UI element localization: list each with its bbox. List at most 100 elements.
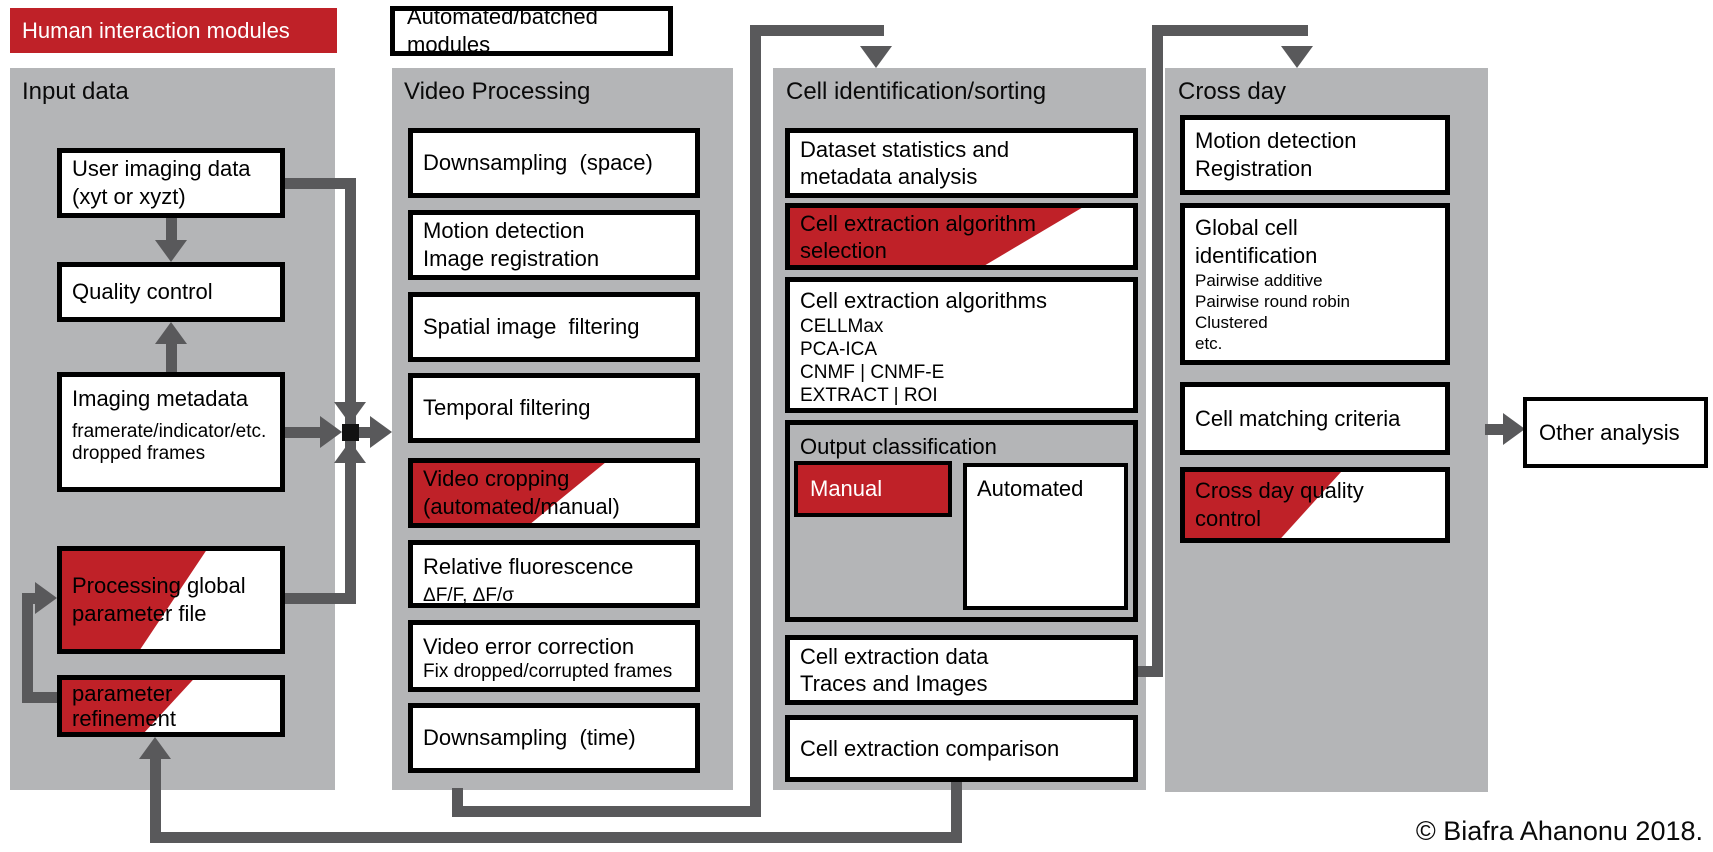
node-subline: Clustered	[1195, 313, 1268, 332]
node-imaging-metadata: Imaging metadata framerate/indicator/etc…	[57, 372, 285, 492]
node-line: Cell extraction data	[800, 644, 989, 669]
connector-metadata-right	[285, 427, 320, 438]
node-subline: PCA-ICA	[800, 339, 878, 360]
node-line: Temporal filtering	[423, 395, 591, 420]
legend-human-interaction: Human interaction modules	[10, 8, 337, 53]
copyright-text: © Biafra Ahanonu 2018.	[1415, 816, 1703, 846]
node-line: refinement	[72, 706, 176, 731]
node-cell-extraction-comparison: Cell extraction comparison	[785, 715, 1138, 782]
node-line: Downsampling (time)	[423, 725, 636, 750]
node-cell-extraction-data: Cell extraction data Traces and Images	[785, 635, 1138, 705]
connector-parameterfile-right	[285, 593, 356, 604]
node-line: Motion detection	[423, 218, 585, 243]
node-subline: Fix dropped/corrupted frames	[423, 661, 673, 682]
node-title: Relative fluorescence	[423, 554, 634, 579]
column-title-cells: Cell identification/sorting	[786, 78, 1047, 105]
node-output-automated: Automated	[963, 463, 1128, 610]
column-title-crossday: Cross day	[1178, 78, 1287, 105]
arrow-up-quality-icon	[155, 322, 187, 344]
connector-user-right	[285, 178, 356, 189]
node-line: parameter	[72, 681, 173, 706]
node-subline: etc.	[1195, 334, 1223, 353]
node-subline: Pairwise additive	[1195, 271, 1323, 290]
connector-other-analysis	[1485, 424, 1503, 435]
legend-automated-label: Automated/batched modules	[407, 6, 604, 56]
node-line: Cell extraction comparison	[800, 735, 1060, 761]
arrow-right-to-video-icon	[370, 416, 392, 448]
node-crossday-quality-control: Cross day quality control	[1180, 467, 1450, 543]
node-line: selection	[800, 237, 887, 263]
connector-refine-left	[22, 692, 58, 703]
node-user-imaging-data: User imaging data (xyt or xyzt)	[57, 148, 285, 218]
node-line: Manual	[810, 476, 883, 501]
node-subline: CELLMax	[800, 316, 884, 337]
node-line: control	[1195, 506, 1262, 531]
connector-vertical-junction	[345, 178, 356, 604]
connector-video-exit-horizontal	[452, 806, 761, 817]
node-line: Downsampling (space)	[423, 150, 653, 175]
node-line: Video cropping	[423, 466, 570, 491]
arrow-up-into-refinement-icon	[139, 737, 171, 759]
connector-bracket1-top	[750, 25, 884, 36]
node-cell-matching-criteria: Cell matching criteria	[1180, 382, 1450, 455]
arrow-up-into-junction-icon	[334, 441, 366, 463]
node-downsampling-time: Downsampling (time)	[408, 703, 700, 773]
node-title: identification	[1195, 243, 1318, 268]
node-line: parameter file	[72, 601, 207, 626]
node-video-cropping: Video cropping (automated/manual)	[408, 458, 700, 528]
node-subline: EXTRACT | ROI	[800, 385, 938, 406]
connector-extractiondata-right	[1132, 666, 1163, 677]
node-line: metadata analysis	[800, 164, 978, 189]
node-title: Imaging metadata	[72, 386, 249, 411]
arrow-right-into-parameterfile-icon	[35, 582, 57, 614]
arrow-down-into-cells-icon	[860, 46, 892, 68]
connector-feedback-horizontal	[150, 832, 962, 843]
legend-human-label: Human interaction modules	[22, 17, 290, 43]
legend-automated: Automated/batched modules	[390, 6, 673, 56]
node-title: Global cell	[1195, 215, 1298, 240]
node-cell-extraction-algorithms: Cell extraction algorithms CELLMax PCA-I…	[785, 277, 1138, 413]
node-subline: ΔF/F, ΔF/σ	[423, 585, 514, 606]
node-line: Spatial image filtering	[423, 314, 640, 339]
connector-metadata-quality	[166, 342, 177, 372]
connector-user-quality	[166, 218, 177, 244]
node-quality-control: Quality control	[57, 262, 285, 322]
node-line: Cell extraction algorithm	[800, 210, 1036, 236]
arrow-down-into-crossday-icon	[1281, 46, 1313, 68]
node-crossday-motion-registration: Motion detection Registration	[1180, 115, 1450, 195]
connector-bracket1-vertical	[750, 25, 761, 817]
node-motion-detection-registration: Motion detection Image registration	[408, 210, 700, 280]
node-line: User imaging data	[72, 156, 251, 181]
connector-video-exit-stub	[452, 788, 463, 817]
node-title: Cell extraction algorithms	[800, 288, 1047, 313]
node-line: Processing global	[72, 573, 246, 598]
node-temporal-filtering: Temporal filtering	[408, 373, 700, 443]
connector-feedback-up	[150, 755, 161, 843]
node-subline: framerate/indicator/etc.	[72, 421, 267, 442]
node-line: Quality control	[72, 279, 213, 304]
node-relative-fluorescence: Relative fluorescence ΔF/F, ΔF/σ	[408, 540, 700, 608]
connector-refine-up	[22, 593, 33, 703]
node-line: Cell matching criteria	[1195, 405, 1401, 431]
node-processing-global-parameter-file: Processing global parameter file	[57, 546, 285, 654]
connector-comparison-down	[951, 782, 962, 843]
column-title-video: Video Processing	[404, 78, 591, 105]
arrow-down-into-junction-icon	[334, 402, 366, 424]
node-line: Cross day quality	[1195, 478, 1364, 503]
node-line: (automated/manual)	[423, 494, 620, 519]
column-title-input: Input data	[22, 78, 129, 105]
junction-node	[342, 424, 359, 441]
node-subline: Pairwise round robin	[1195, 292, 1350, 311]
arrow-right-other-analysis-icon	[1503, 413, 1525, 445]
arrow-right-into-junction-icon	[320, 416, 342, 448]
node-line: (xyt or xyzt)	[72, 184, 186, 209]
node-line: Registration	[1195, 156, 1313, 181]
node-dataset-statistics: Dataset statistics and metadata analysis	[785, 128, 1138, 198]
node-line: Other analysis	[1539, 419, 1680, 445]
node-line: Image registration	[423, 246, 600, 271]
group-title: Output classification	[800, 434, 997, 459]
node-global-cell-identification: Global cell identification Pairwise addi…	[1180, 203, 1450, 365]
connector-refine-top	[22, 593, 38, 604]
node-spatial-image-filtering: Spatial image filtering	[408, 292, 700, 362]
